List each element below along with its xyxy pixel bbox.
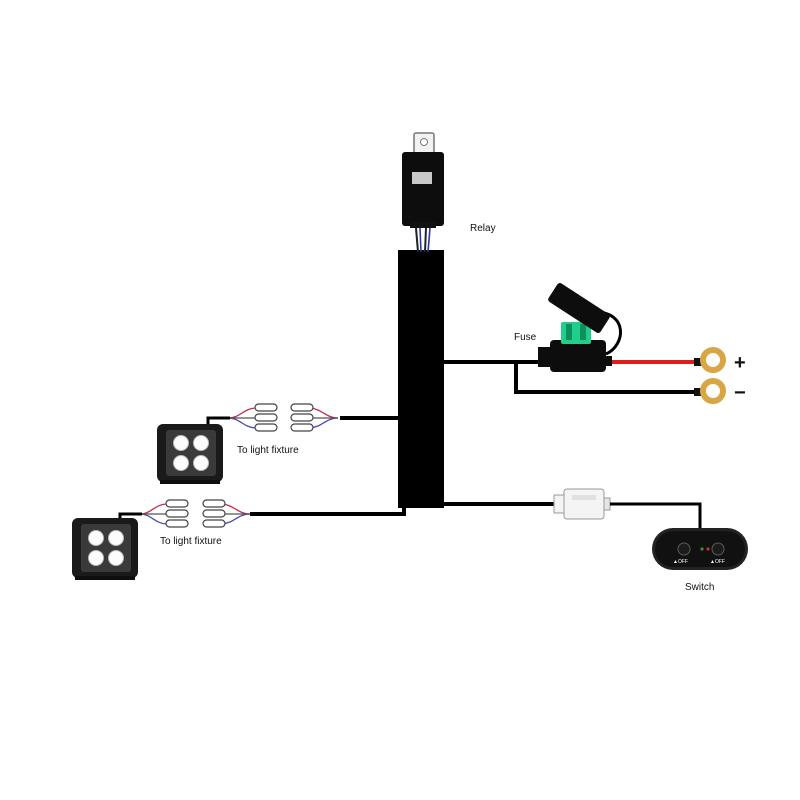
relay-wires xyxy=(415,227,431,253)
fuse-holder-icon xyxy=(538,283,622,372)
switch-lead xyxy=(610,502,702,530)
switch-left-marking: ▲OFF xyxy=(673,559,688,565)
harness-trunk xyxy=(398,250,444,508)
lower-light-connectors xyxy=(139,499,251,528)
relay-label: Relay xyxy=(470,223,496,234)
negative-wire xyxy=(514,364,696,394)
positive-label: + xyxy=(734,352,746,374)
switch-label: Switch xyxy=(685,582,714,593)
ring-terminal-icon xyxy=(700,378,726,404)
lower-light-label: To light fixture xyxy=(160,536,222,547)
lower-light-harness xyxy=(250,508,406,516)
connector-plug-icon xyxy=(553,488,611,520)
relay-icon xyxy=(402,132,444,228)
switch-right-marking: ▲OFF xyxy=(710,559,725,565)
upper-light-connectors xyxy=(227,403,339,432)
fuse-label: Fuse xyxy=(514,332,537,343)
rocker-switch-icon: ▲OFF ▲OFF xyxy=(652,528,748,570)
work-light-icon xyxy=(157,424,223,484)
ring-terminal-icon xyxy=(700,347,726,373)
work-light-icon xyxy=(72,518,138,580)
negative-label: − xyxy=(734,382,746,404)
upper-light-label: To light fixture xyxy=(237,445,299,456)
